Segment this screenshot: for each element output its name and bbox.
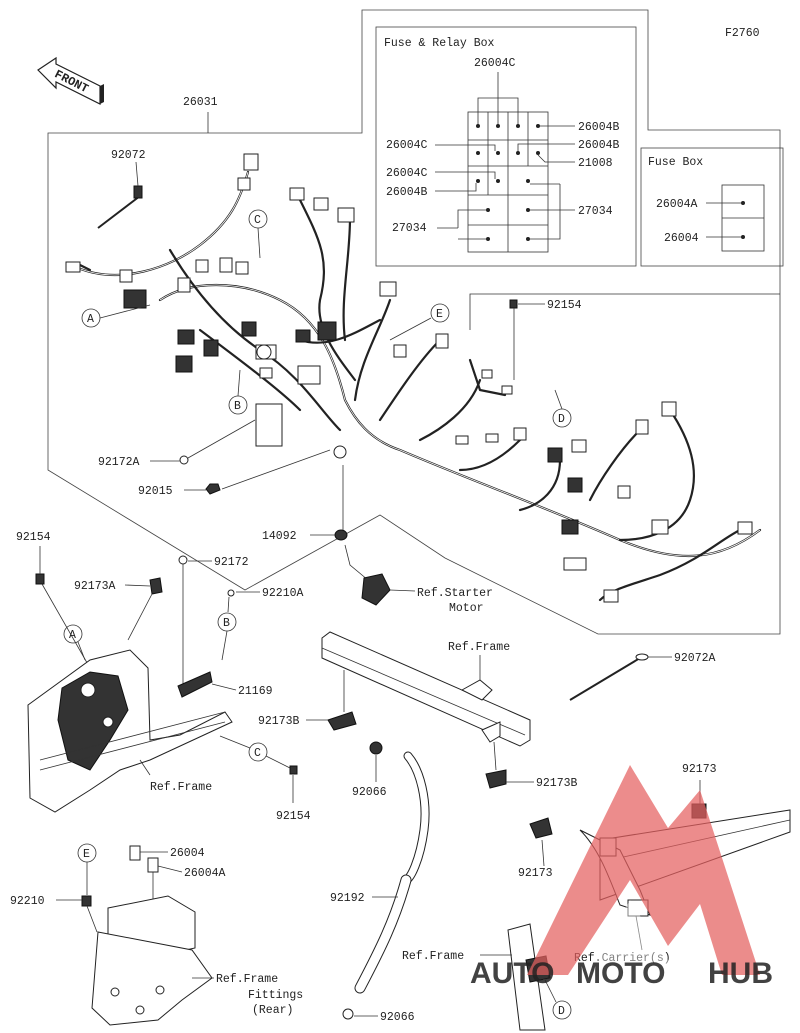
frb-label-21008: 21008 <box>578 157 613 170</box>
starter-motor-terminal <box>344 544 416 606</box>
fuse-relay-box-panel: Fuse & Relay Box 26004C 26004 <box>375 26 637 267</box>
label-26004a-rear: 26004A <box>184 867 226 880</box>
frb-label-26004c-2: 26004C <box>386 139 428 152</box>
callout-e-rear: E <box>83 848 90 861</box>
label-92072: 92072 <box>111 149 146 162</box>
label-92154-left: 92154 <box>16 531 51 544</box>
label-92173b-right: 92173B <box>536 777 578 790</box>
frb-label-26004b-3: 26004B <box>386 186 428 199</box>
harness-inner-line <box>469 293 780 330</box>
label-92192: 92192 <box>330 892 365 905</box>
fb-label-26004a: 26004A <box>656 198 698 211</box>
callout-c-harness: C <box>254 214 261 227</box>
label-motor: Motor <box>449 602 484 615</box>
label-ref-starter: Ref.Starter <box>417 587 493 600</box>
label-92066-top: 92066 <box>352 786 387 799</box>
label-ref-frame-rear: Ref.Frame <box>216 973 278 986</box>
callout-c-frame: C <box>254 747 261 760</box>
main-wiring-harness <box>76 170 762 602</box>
callout-d-carrier: D <box>558 1005 565 1018</box>
automotohub-wordmark: AUTO MOTO HUB <box>470 957 773 990</box>
callout-b-harness: B <box>234 400 241 413</box>
cable-tie-92072 <box>97 161 143 229</box>
frb-label-27034-left: 27034 <box>392 222 427 235</box>
fuse-relay-box-title: Fuse & Relay Box <box>384 37 495 50</box>
label-ref-frame-left: Ref.Frame <box>150 781 212 794</box>
watermark-moto: MOTO <box>576 957 665 990</box>
label-92173-right: 92173 <box>682 763 717 776</box>
label-92154-top: 92154 <box>547 299 582 312</box>
label-92210a: 92210A <box>262 587 304 600</box>
fuse-box-title: Fuse Box <box>648 156 703 169</box>
label-fittings: Fittings <box>248 989 303 1002</box>
label-26004-rear: 26004 <box>170 847 205 860</box>
label-rear: (Rear) <box>252 1004 293 1017</box>
callout-e-harness: E <box>436 308 443 321</box>
label-92172a: 92172A <box>98 456 140 469</box>
harness-boundary-frame <box>47 9 781 635</box>
label-main-harness: 26031 <box>183 96 218 109</box>
label-92072a: 92072A <box>674 652 716 665</box>
frb-label-26004c-top: 26004C <box>474 57 516 70</box>
callout-a-harness: A <box>87 313 94 326</box>
frb-label-26004b-2: 26004B <box>578 139 620 152</box>
fuse-box-panel: Fuse Box 26004A 26004 <box>640 147 784 267</box>
frb-label-26004b-1: 26004B <box>578 121 620 134</box>
label-92015: 92015 <box>138 485 173 498</box>
frb-label-26004c-3: 26004C <box>386 167 428 180</box>
label-92173-mid: 92173 <box>518 867 553 880</box>
vent-hose-assembly <box>342 741 430 1020</box>
rear-frame-fittings <box>56 843 214 1026</box>
harness-callouts <box>81 209 572 428</box>
label-92210: 92210 <box>10 895 45 908</box>
small-fasteners <box>150 419 348 541</box>
front-direction-arrow: FRONT <box>37 56 104 105</box>
figure-code: F2760 <box>725 27 760 40</box>
label-ref-carriers: Ref.Carrier(s) <box>574 952 671 965</box>
callout-d-harness: D <box>558 413 565 426</box>
label-ref-frame-center: Ref.Frame <box>448 641 510 654</box>
fb-label-26004: 26004 <box>664 232 699 245</box>
watermark-auto: AUTO <box>470 957 554 990</box>
cable-tie-92072a <box>569 653 672 701</box>
automotohub-watermark <box>527 765 760 975</box>
label-92173b-left: 92173B <box>258 715 300 728</box>
frb-label-27034-right: 27034 <box>578 205 613 218</box>
callout-a-frame: A <box>69 629 76 642</box>
watermark-hub: HUB <box>708 957 773 990</box>
center-frame-rail <box>306 631 534 789</box>
label-92172: 92172 <box>214 556 249 569</box>
label-21169: 21169 <box>238 685 273 698</box>
label-92154-c: 92154 <box>276 810 311 823</box>
label-ref-frame-bottom: Ref.Frame <box>402 950 464 963</box>
left-frame-bracket <box>27 546 298 813</box>
harness-connectors <box>65 153 753 603</box>
label-92066-bottom: 92066 <box>380 1011 415 1024</box>
label-14092: 14092 <box>262 530 297 543</box>
label-92173a: 92173A <box>74 580 116 593</box>
callout-b-frame: B <box>223 617 230 630</box>
